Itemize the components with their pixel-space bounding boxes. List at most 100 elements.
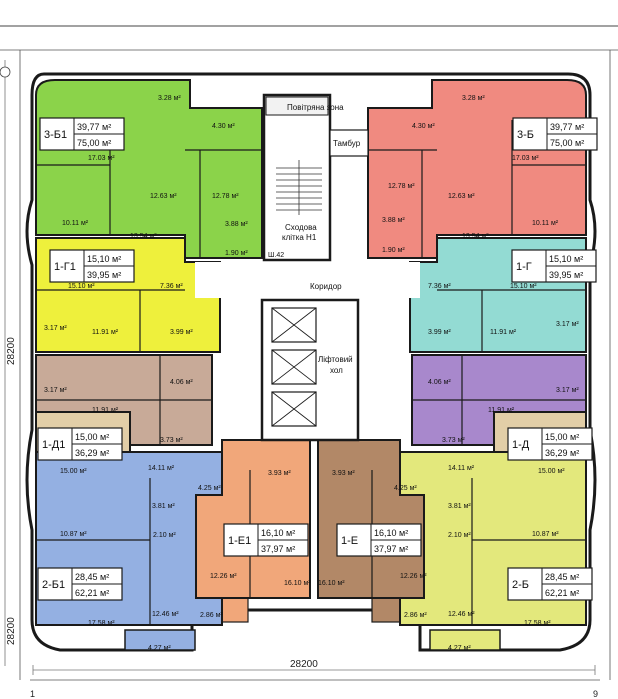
apartment-living-area: 15,10 м² bbox=[87, 254, 121, 264]
room-area-label: 4.06 м² bbox=[428, 379, 451, 386]
apartment-living-area: 39,77 м² bbox=[550, 122, 584, 132]
room-area-label: 2.10 м² bbox=[153, 532, 176, 539]
room-area-label: 12.26 м² bbox=[400, 573, 427, 580]
balcony-2-b1 bbox=[124, 629, 196, 651]
apartment-total-area: 62,21 м² bbox=[75, 588, 109, 598]
room-area-label: 13.54 м² bbox=[462, 233, 489, 240]
room-area-label: 3.17 м² bbox=[556, 321, 579, 328]
room-area-label: 3.93 м² bbox=[268, 470, 291, 477]
apartment-total-area: 37,97 м² bbox=[374, 544, 408, 554]
apartment-living-area: 16,10 м² bbox=[374, 528, 408, 538]
room-area-label: 17.03 м² bbox=[512, 155, 539, 162]
stair-flights bbox=[276, 160, 322, 215]
apartment-code: 3-Б bbox=[517, 129, 534, 141]
room-area-label: 10.87 м² bbox=[532, 531, 559, 538]
room-area-label: 10.11 м² bbox=[532, 220, 559, 227]
apartment-code: 1-Д bbox=[512, 439, 530, 451]
room-area-label: 3.99 м² bbox=[170, 329, 193, 336]
room-area-label: 3.17 м² bbox=[556, 387, 579, 394]
room-area-label: 13.54 м² bbox=[130, 233, 157, 240]
apartment-living-area: 28,45 м² bbox=[545, 572, 579, 582]
room-area-label: 3.81 м² bbox=[448, 503, 471, 510]
room-area-label: 15.00 м² bbox=[538, 468, 565, 475]
room-area-label: 12.63 м² bbox=[150, 193, 177, 200]
room-area-label: 3.17 м² bbox=[44, 325, 67, 332]
room-area-label: 4.30 м² bbox=[212, 123, 235, 130]
stair-label-2: клітка Н1 bbox=[282, 233, 317, 242]
room-area-label: 10.11 м² bbox=[62, 220, 89, 227]
room-area-label: 11.91 м² bbox=[92, 329, 119, 336]
shaft-mark: Ш.42 bbox=[268, 252, 284, 259]
room-area-label: 3.73 м² bbox=[442, 437, 465, 444]
apartment-living-area: 15,10 м² bbox=[549, 254, 583, 264]
apartment-code: 2-Б1 bbox=[42, 579, 65, 591]
apartment-label-box: 1-Д 15,00 м² 36,29 м² bbox=[507, 427, 593, 461]
apartment-code: 1-Е1 bbox=[228, 535, 251, 547]
room-area-label: 2.86 м² bbox=[404, 612, 427, 619]
apartment-living-area: 39,77 м² bbox=[77, 122, 111, 132]
room-area-label: 1.90 м² bbox=[225, 250, 248, 257]
apartment-code: 1-Г bbox=[516, 261, 532, 273]
balcony-2-b bbox=[429, 629, 501, 651]
apartment-code: 1-Г1 bbox=[54, 261, 76, 273]
room-area-label: 11.91 м² bbox=[490, 329, 517, 336]
room-area-label: 4.27 м² bbox=[448, 645, 471, 652]
room-area-label: 2.86 м² bbox=[200, 612, 223, 619]
lift-hall-label-2: хол bbox=[330, 366, 343, 375]
apartment-living-area: 16,10 м² bbox=[261, 528, 295, 538]
apartment-total-area: 39,95 м² bbox=[549, 270, 583, 280]
room-area-label: 17.03 м² bbox=[88, 155, 115, 162]
corridor bbox=[195, 262, 420, 298]
room-area-label: 12.46 м² bbox=[152, 611, 179, 618]
room-area-label: 11.91 м² bbox=[92, 407, 119, 414]
room-area-label: 15.10 м² bbox=[510, 283, 537, 290]
room-area-label: 4.25 м² bbox=[198, 485, 221, 492]
room-area-label: 4.06 м² bbox=[170, 379, 193, 386]
apartment-total-area: 62,21 м² bbox=[545, 588, 579, 598]
room-area-label: 1.90 м² bbox=[382, 247, 405, 254]
room-area-label: 12.78 м² bbox=[388, 183, 415, 190]
room-area-label: 12.46 м² bbox=[448, 611, 475, 618]
room-area-label: 14.11 м² bbox=[148, 465, 175, 472]
room-area-label: 12.63 м² bbox=[448, 193, 475, 200]
room-area-label: 4.25 м² bbox=[394, 485, 417, 492]
lift-hall-label-1: Ліфтовий bbox=[318, 355, 353, 364]
room-area-label: 3.81 м² bbox=[152, 503, 175, 510]
room-area-label: 15.00 м² bbox=[60, 468, 87, 475]
room-area-label: 3.28 м² bbox=[158, 95, 181, 102]
stair-core bbox=[262, 93, 332, 262]
apartment-total-area: 36,29 м² bbox=[545, 448, 579, 458]
room-area-label: 17.58 м² bbox=[88, 620, 115, 627]
interior-walls bbox=[36, 120, 586, 625]
room-area-label: 11.91 м² bbox=[488, 407, 515, 414]
apartment-living-area: 28,45 м² bbox=[75, 572, 109, 582]
apartment-label-box: 1-Г1 15,10 м² 39,95 м² bbox=[49, 249, 135, 283]
dimension-bottom-label: 28200 bbox=[290, 659, 318, 670]
room-area-label: 3.28 м² bbox=[462, 95, 485, 102]
room-area-label: 16.10 м² bbox=[284, 580, 311, 587]
apartment-living-area: 15,00 м² bbox=[75, 432, 109, 442]
room-area-label: 3.73 м² bbox=[160, 437, 183, 444]
apartment-code: 3-Б1 bbox=[44, 129, 67, 141]
dimension-left-label-bottom: 28200 bbox=[6, 617, 17, 645]
room-area-label: 3.93 м² bbox=[332, 470, 355, 477]
apartment-code: 2-Б bbox=[512, 579, 529, 591]
apartment-total-area: 39,95 м² bbox=[87, 270, 121, 280]
air-zone-room bbox=[265, 96, 329, 116]
room-area-label: 3.88 м² bbox=[225, 221, 248, 228]
room-area-label: 15.10 м² bbox=[68, 283, 95, 290]
vestibule-label: Тамбур bbox=[333, 139, 361, 148]
dimension-left-label-top: 28200 bbox=[6, 337, 17, 365]
apartment-living-area: 15,00 м² bbox=[545, 432, 579, 442]
room-area-label: 3.17 м² bbox=[44, 387, 67, 394]
apartment-label-box: 2-Б 28,45 м² 62,21 м² bbox=[507, 567, 593, 601]
axis-marker bbox=[0, 66, 11, 78]
room-area-label: 12.26 м² bbox=[210, 573, 237, 580]
apartment-total-area: 36,29 м² bbox=[75, 448, 109, 458]
apartment-label-box: 2-Б1 28,45 м² 62,21 м² bbox=[37, 567, 123, 601]
